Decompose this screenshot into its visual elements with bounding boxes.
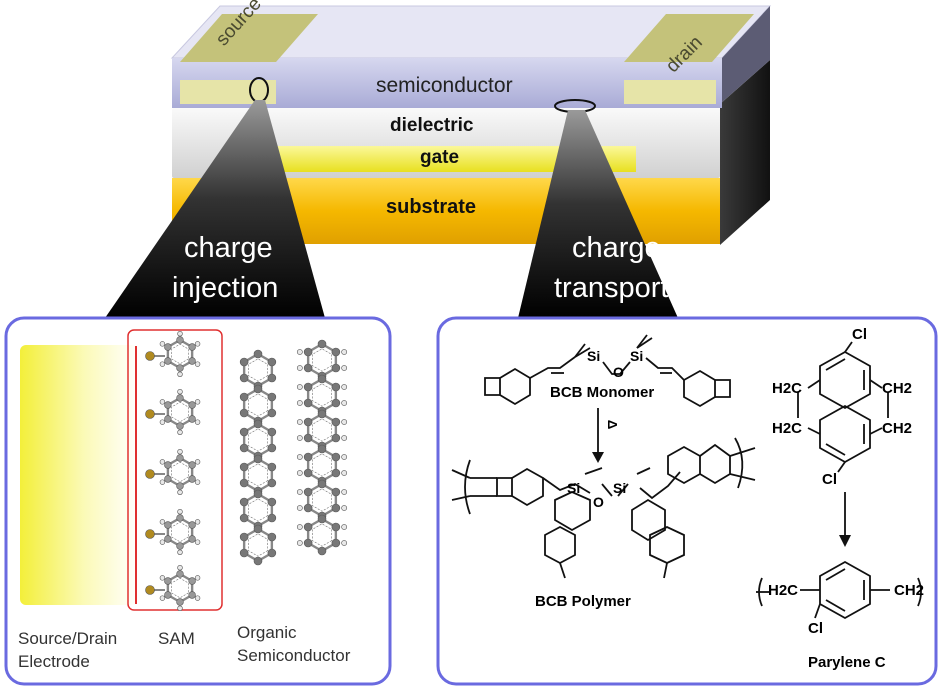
semiconductor-label: semiconductor [376,74,513,97]
h2c-group-2: H2C [772,420,803,437]
charge-transport-label-line2: transport [554,272,669,304]
electrode-label-line2: Electrode [18,652,90,671]
cl-atom-2: Cl [822,471,837,488]
parylene-c-structure [756,560,922,620]
sam-molecules [145,331,201,611]
sam-highlight-box [127,329,223,611]
organic-ring [296,444,348,486]
organic-ring [296,514,348,556]
bcb-polymer-structure [451,437,756,579]
h2c-group-1: H2C [772,380,803,397]
electrode-block [20,345,138,605]
cl-atom-3: Cl [808,620,823,637]
sam-molecule [145,331,201,377]
bcb-monomer-structure [484,334,731,408]
organic-ring [296,409,348,451]
polymerization-arrowhead [592,452,604,463]
substrate-label: substrate [386,196,477,218]
gate-label: gate [420,147,460,168]
source-electrode-top [180,14,318,62]
charge-injection-cone [105,100,325,318]
sam-molecule [145,449,201,495]
o-atom-1: O [613,364,624,380]
bcb-polymer-label: BCB Polymer [535,593,631,610]
si-atom-4: Si [613,480,627,496]
sam-molecule [145,564,201,611]
charge-injection-label-line2: injection [172,272,279,304]
organic-semiconductor-molecules [239,339,348,566]
parylene-c-label: Parylene C [808,654,886,671]
h2c-group-3: H2C [768,582,799,599]
o-atom-2: O [593,494,604,510]
sam-molecule [145,389,201,435]
drain-electrode-front [624,80,716,104]
deposition-arrowhead [839,535,851,547]
si-atom-1: Si [587,348,601,364]
organic-label-line2: Semiconductor [237,646,351,665]
ch2-group-2: CH2 [882,420,913,437]
charge-transport-cone [518,110,678,318]
si-atom-2: Si [630,348,644,364]
si-atom-3: Si [567,480,581,496]
drain-electrode-top [624,14,754,62]
organic-ring [296,374,348,416]
organic-ring [296,479,348,521]
ch2-group-1: CH2 [882,380,913,397]
right-panel [436,316,938,686]
charge-transport-label-line1: charge [572,232,661,264]
organic-ring [239,454,277,496]
semiconductor-right-face [720,6,770,104]
ch2-group-3: CH2 [894,582,925,599]
bcb-monomer-label: BCB Monomer [550,384,655,401]
parylene-dimer-structure [797,341,889,473]
electrode-label-line1: Source/Drain [18,629,118,648]
dielectric-label: dielectric [390,115,474,136]
stack-side [720,60,770,245]
sam-label: SAM [158,629,195,648]
cl-atom-1: Cl [852,326,867,343]
charge-injection-label-line1: charge [184,232,273,264]
heat-symbol: Δ [605,419,621,430]
organic-ring [239,524,277,566]
organic-label-line1: Organic [237,623,297,642]
